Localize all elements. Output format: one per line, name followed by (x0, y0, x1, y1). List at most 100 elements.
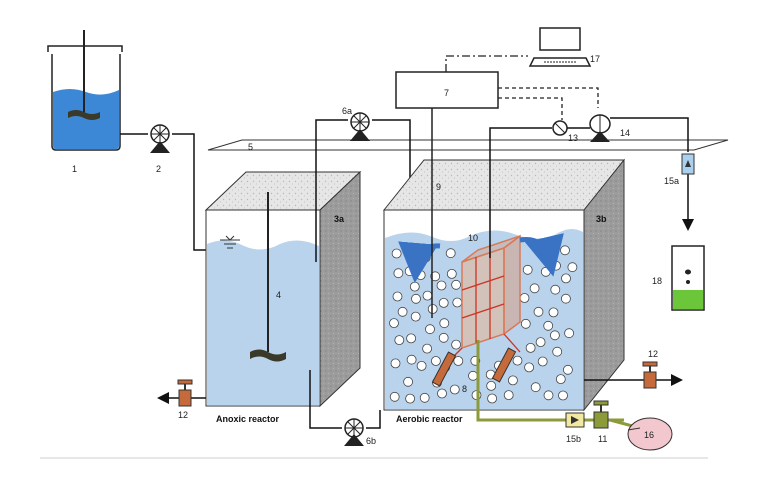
carrier (437, 388, 447, 399)
label-valve-right: 12 (648, 349, 658, 359)
carrier (551, 260, 561, 271)
carrier (419, 392, 430, 403)
carrier (550, 284, 561, 295)
water-level-symbol (220, 235, 240, 249)
carrier (403, 376, 414, 387)
aerobic-reactor (382, 108, 626, 412)
carrier (422, 343, 433, 354)
anoxic-reactor (204, 170, 362, 408)
carrier (548, 307, 559, 318)
carrier (503, 390, 514, 401)
control-link-sensor (498, 97, 563, 120)
carrier (550, 330, 560, 341)
carrier (425, 324, 435, 335)
carrier (555, 374, 566, 385)
carrier (409, 281, 420, 292)
label-air-valve: 11 (598, 434, 607, 444)
carrier (524, 362, 534, 373)
label-anoxic-id: 3a (334, 214, 345, 224)
carrier (468, 370, 478, 381)
label-flowmeter-15b: 15b (566, 434, 581, 444)
carrier (411, 293, 421, 304)
feed-water (53, 89, 119, 149)
label-pump-6a: 6a (342, 106, 352, 116)
carrier (525, 342, 536, 353)
anoxic-outlet-valve (157, 379, 206, 407)
label-feed-tank: 1 (72, 164, 77, 174)
air-blower-16 (627, 417, 673, 451)
label-module: 10 (468, 233, 478, 243)
carrier (439, 318, 450, 329)
permeate-tank (671, 245, 705, 311)
anoxic-water (207, 240, 319, 405)
carrier (561, 293, 571, 304)
aerobic-outlet-valve (584, 361, 683, 389)
label-aerobic-id: 3b (596, 214, 607, 224)
carrier (560, 245, 570, 256)
carrier (389, 391, 400, 402)
label-computer: 17 (590, 54, 600, 64)
label-controller: 7 (444, 88, 449, 98)
carrier (406, 333, 417, 344)
membrane-module (437, 234, 521, 373)
recirculation-pump-6a (350, 112, 370, 141)
label-permeate-pump: 14 (620, 128, 630, 138)
carrier (537, 356, 548, 367)
transfer-pump-6b (344, 418, 364, 446)
carrier (535, 337, 546, 348)
carrier (392, 291, 403, 302)
carrier (403, 248, 414, 259)
carrier (451, 339, 462, 350)
carrier (529, 283, 540, 294)
label-probe: 9 (436, 182, 441, 192)
air-diffusers (431, 347, 517, 387)
carrier (416, 360, 427, 371)
aerobic-reactor-title: Aerobic reactor (396, 414, 463, 424)
carrier (543, 390, 554, 401)
carrier (533, 306, 544, 317)
feed-pump (150, 124, 170, 153)
carrier (508, 375, 518, 386)
carrier (561, 273, 571, 284)
carrier (397, 306, 408, 317)
carrier (393, 268, 404, 279)
label-valve-left: 12 (178, 410, 188, 420)
air-line (476, 340, 566, 422)
carrier (567, 262, 578, 273)
carrier (487, 393, 498, 404)
carrier (564, 328, 574, 339)
carrier (558, 390, 568, 401)
carrier (520, 318, 531, 329)
carrier (453, 356, 464, 366)
carrier (436, 280, 447, 291)
carrier (563, 364, 573, 375)
carrier (389, 318, 399, 329)
carrier (404, 266, 415, 277)
carrier (422, 290, 433, 301)
anoxic-reactor-title: Anoxic reactor (216, 414, 280, 424)
label-support-bar: 5 (248, 142, 253, 152)
carrier (445, 248, 456, 259)
label-sensor: 13 (568, 133, 578, 143)
carrier (522, 264, 533, 275)
air-flowmeter-15b (565, 412, 585, 428)
carrier (452, 297, 463, 308)
air-valve-11 (593, 400, 609, 429)
label-permeate-tank: 18 (652, 276, 662, 286)
carrier (410, 311, 421, 322)
carrier (390, 358, 401, 369)
carrier (519, 293, 530, 303)
permeate-liquid (673, 290, 703, 309)
support-bar (207, 139, 729, 151)
anoxic-stirrer-blade (250, 349, 286, 362)
control-link-pump (498, 87, 599, 108)
carrier (512, 355, 523, 366)
carrier (552, 346, 563, 357)
carrier (394, 335, 405, 346)
label-pump-6b: 6b (366, 436, 376, 446)
carrier (530, 382, 541, 393)
carrier (438, 332, 449, 343)
carrier (406, 354, 417, 365)
computer (528, 27, 592, 67)
